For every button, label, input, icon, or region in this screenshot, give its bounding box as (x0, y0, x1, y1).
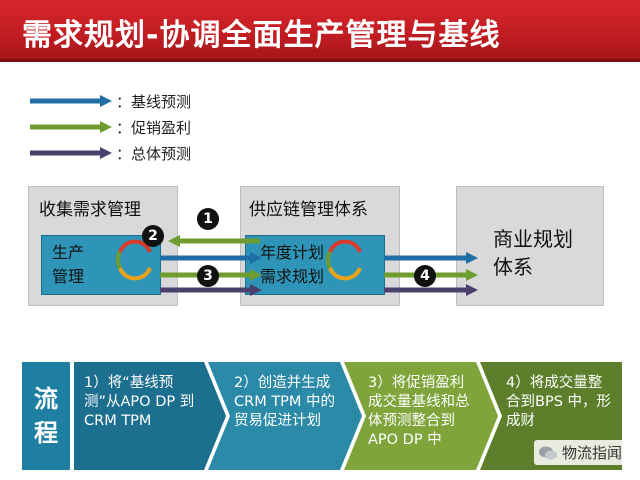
title-bar: 需求规划-协调全面生产管理与基线 (0, 0, 640, 62)
arrow-1-head (168, 235, 180, 247)
flow-step-4-text: 4）将成交量整合到BPS 中，形成财 (506, 375, 612, 429)
legend-label: ：促销盈利 (116, 118, 192, 137)
page-title: 需求规划-协调全面生产管理与基线 (22, 18, 501, 53)
promo-arrow-icon (30, 121, 112, 133)
flow-label-char-2: 程 (34, 419, 58, 447)
arrow-baseline-2-head (466, 252, 478, 264)
annual-plan-box: 年度计划 需求规划 (245, 235, 385, 295)
arrow-baseline-1-head (250, 252, 262, 264)
arrow-total-1-head (250, 284, 262, 296)
production-line-1: 生产 (52, 243, 85, 262)
arrow-total-2-head (466, 284, 478, 296)
flow-label: 流 程 (22, 362, 70, 470)
flow-label-char-1: 流 (34, 385, 58, 413)
wechat-icon (538, 446, 557, 459)
business-planning-box: 商业规划体系 (456, 186, 604, 306)
flow-step-4: 4）将成交量整合到BPS 中，形成财 (480, 362, 622, 470)
supply-chain-box: 供应链管理体系 年度计划 需求规划 (240, 186, 400, 306)
legend-label: ：总体预测 (116, 144, 192, 163)
flow-step-1-text: 1）将“基线预测”从APO DP 到 CRM TPM (84, 375, 195, 429)
flow-step-1: 1）将“基线预测”从APO DP 到 CRM TPM (74, 362, 204, 470)
watermark-text: 物流指闻 (561, 444, 622, 462)
supply-chain-label: 供应链管理体系 (249, 200, 368, 220)
step-number-3: 3 (197, 265, 219, 287)
legend-item-baseline: ：基线预测 (30, 92, 192, 111)
arrow-3-head (250, 269, 262, 281)
legend-item-promo: ：促销盈利 (30, 118, 192, 137)
total-arrow-icon (30, 147, 112, 159)
step-number-1: 1 (197, 208, 219, 230)
chevron-3-shape (344, 362, 498, 470)
chevron-1-shape (74, 362, 226, 470)
step-number-4: 4 (414, 265, 436, 287)
watermark: 物流指闻 (533, 440, 626, 465)
collect-demand-box: 收集需求管理 生产 管理 (28, 186, 178, 306)
annual-plan-line-1: 年度计划 (260, 243, 325, 262)
legend-label: ：基线预测 (116, 92, 192, 111)
collect-demand-label: 收集需求管理 (39, 200, 141, 220)
cycle-icon-supply (325, 239, 362, 281)
annual-plan-line-2: 需求规划 (260, 267, 325, 286)
production-management-box: 生产 管理 (41, 235, 161, 295)
flow-step-2-text: 2）创造并生成CRM TPM 中的贸易促进计划 (234, 375, 336, 429)
baseline-arrow-icon (30, 95, 112, 107)
flow-step-3: 3）将促销盈利成交量基线和总体预测整合到APO DP 中 (344, 362, 476, 470)
production-line-2: 管理 (52, 267, 85, 286)
business-planning-label: 商业规划体系 (493, 227, 573, 279)
flow-step-2: 2）创造并生成CRM TPM 中的贸易促进计划 (208, 362, 340, 470)
chevron-2-shape (208, 362, 362, 470)
arrow-promo-2-head (466, 269, 478, 281)
cycle-icon-collect (115, 239, 152, 281)
flow-step-3-text: 3）将促销盈利成交量基线和总体预测整合到APO DP 中 (368, 375, 470, 448)
step-number-2: 2 (142, 225, 164, 247)
legend-item-total: ：总体预测 (30, 144, 192, 163)
